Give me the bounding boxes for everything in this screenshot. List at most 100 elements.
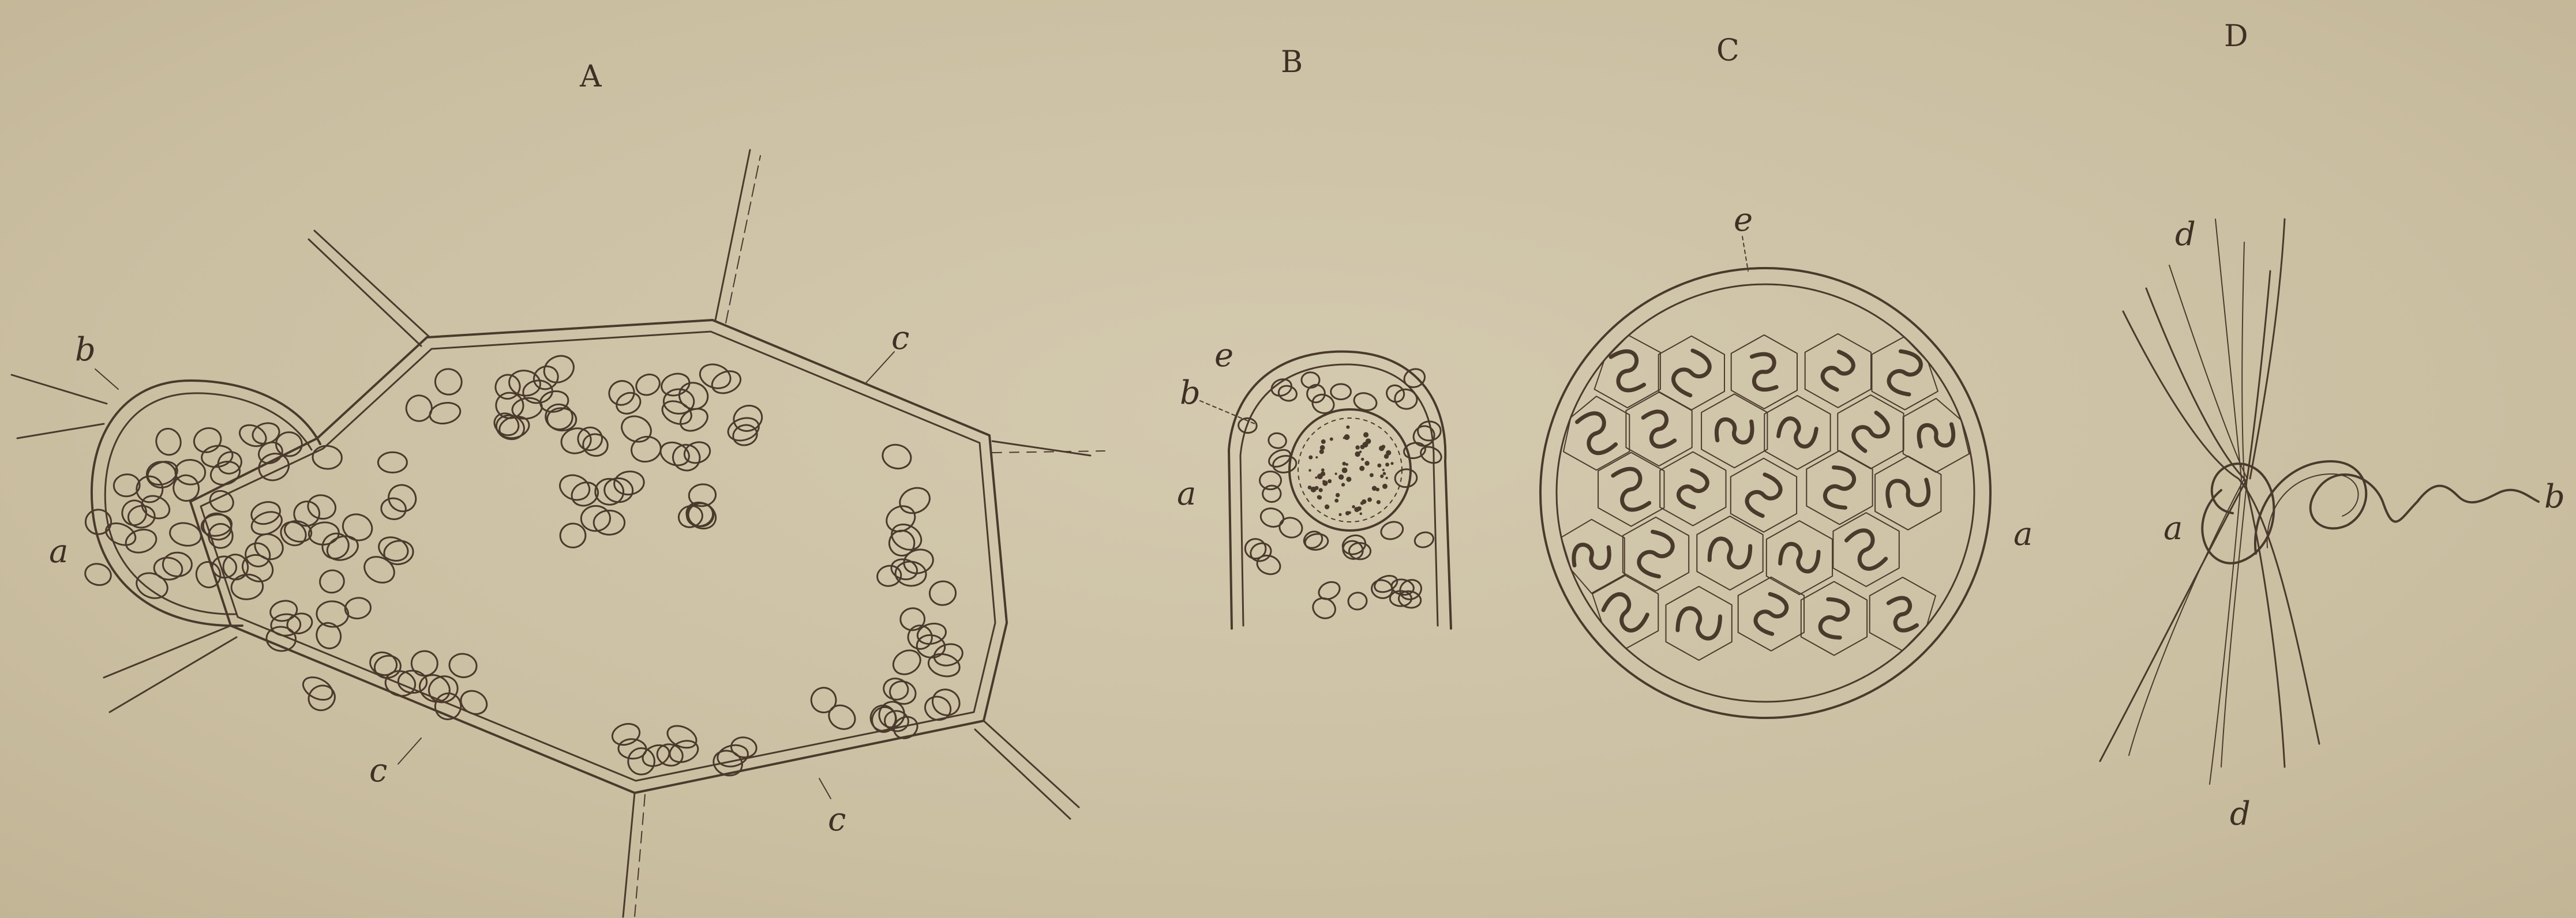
figure-a-leader-c-left — [398, 738, 421, 764]
figure-d-label-d-top: d — [2175, 216, 2196, 253]
granule — [403, 392, 435, 424]
nucleus-dot — [1320, 445, 1325, 450]
coiled-filament-lumen — [1885, 474, 1930, 511]
granule — [163, 552, 192, 577]
granule — [1379, 519, 1405, 542]
granule — [610, 721, 642, 748]
nucleus-dot — [1372, 486, 1377, 491]
granule — [175, 459, 206, 485]
figure-c-title: C — [1716, 33, 1739, 68]
granule — [120, 498, 149, 528]
granule — [428, 400, 463, 426]
figure-b-label-a: a — [1177, 475, 1196, 513]
nucleus-dot — [1346, 477, 1351, 482]
granule — [568, 479, 602, 510]
figure-c-label-e: e — [1734, 201, 1753, 239]
nucleus-dot — [1354, 507, 1359, 512]
granule — [882, 502, 919, 536]
nucleus-dot — [1342, 468, 1348, 473]
granule — [1331, 384, 1351, 400]
granule — [1259, 506, 1286, 529]
figure-a-leader-b — [95, 369, 118, 389]
figure-d-label-b: b — [2544, 478, 2565, 516]
granule — [83, 561, 113, 588]
nucleus-dot — [1330, 438, 1333, 441]
nucleus-dot — [1377, 500, 1381, 504]
nucleus-dot — [1318, 495, 1322, 499]
nucleus-dot — [1317, 473, 1323, 479]
nucleus-dot — [1385, 462, 1389, 466]
nucleus-dot — [1308, 469, 1311, 472]
figure-b-granules — [1238, 366, 1444, 622]
granule — [318, 568, 346, 595]
coiled-filament-lumen — [1613, 466, 1650, 511]
figure-a: A b c a — [12, 59, 1105, 917]
coiled-filament-lumen — [1817, 464, 1862, 511]
granule — [1255, 552, 1283, 577]
figure-a-granules — [83, 351, 965, 780]
granule — [809, 686, 838, 715]
granule — [384, 480, 421, 517]
nucleus-dot — [1363, 432, 1368, 437]
nucleus-dot — [1364, 461, 1369, 465]
nucleus-dot — [1321, 468, 1325, 472]
figure-a-neighbour-walls — [12, 150, 1105, 917]
granule — [324, 532, 361, 564]
nucleus-dot — [1334, 499, 1338, 503]
granule — [715, 742, 750, 769]
granule — [153, 556, 183, 581]
granule — [238, 550, 277, 586]
granule — [376, 533, 411, 565]
granule — [448, 652, 478, 679]
figure-d-coil-inner — [2267, 474, 2358, 548]
nucleus-dot — [1345, 463, 1348, 466]
granule — [1304, 532, 1329, 551]
granule — [457, 686, 491, 718]
granule — [629, 434, 663, 464]
granule — [880, 442, 913, 472]
granule — [1418, 444, 1443, 466]
coiled-filament-lumen — [1749, 591, 1794, 637]
coiled-filament-lumen — [1777, 537, 1822, 579]
coiled-filament-lumen — [1775, 411, 1820, 453]
coiled-filament-lumen — [1706, 531, 1754, 575]
granule — [305, 682, 339, 715]
granule — [875, 563, 903, 588]
coiled-filament-lumen — [1571, 538, 1613, 574]
figure-a-title: A — [579, 59, 602, 94]
granule — [560, 523, 587, 548]
nucleus-dot — [1315, 456, 1318, 458]
nucleus-dot — [1360, 502, 1364, 505]
figure-b-nucleus-inner — [1298, 418, 1402, 522]
granule — [411, 650, 438, 677]
figure-a-cell-wall-inner — [201, 332, 995, 781]
granule — [398, 670, 427, 694]
nucleus-dot — [1355, 445, 1359, 449]
granule — [190, 424, 224, 457]
nucleus-dot — [1343, 462, 1347, 466]
granule — [664, 721, 700, 752]
figure-b-label-b: b — [1180, 374, 1201, 412]
figure-c-label-a: a — [2013, 516, 2033, 553]
figure-c-coiled-filaments — [1571, 348, 1955, 646]
nucleus-dot — [1328, 479, 1332, 483]
coiled-filament-lumen — [1674, 600, 1724, 647]
nucleus-dot — [1308, 456, 1313, 460]
nucleus-dot — [1359, 466, 1364, 471]
nucleus-dot — [1367, 498, 1372, 502]
granule — [138, 492, 173, 522]
nucleus-dot — [1322, 480, 1325, 483]
granule — [491, 371, 524, 404]
nucleus-dot — [1352, 505, 1355, 509]
nucleus-dot — [1321, 439, 1326, 444]
granule — [367, 649, 399, 678]
figure-d: D d a b d — [2100, 19, 2565, 833]
nucleus-dot — [1345, 511, 1350, 516]
granule — [1383, 382, 1407, 405]
figure-a-leader-c-top — [865, 352, 894, 383]
figure-b-nucleus-dots — [1308, 426, 1394, 516]
nucleus-dot — [1360, 445, 1365, 449]
granule — [360, 552, 399, 588]
granule — [199, 509, 235, 544]
